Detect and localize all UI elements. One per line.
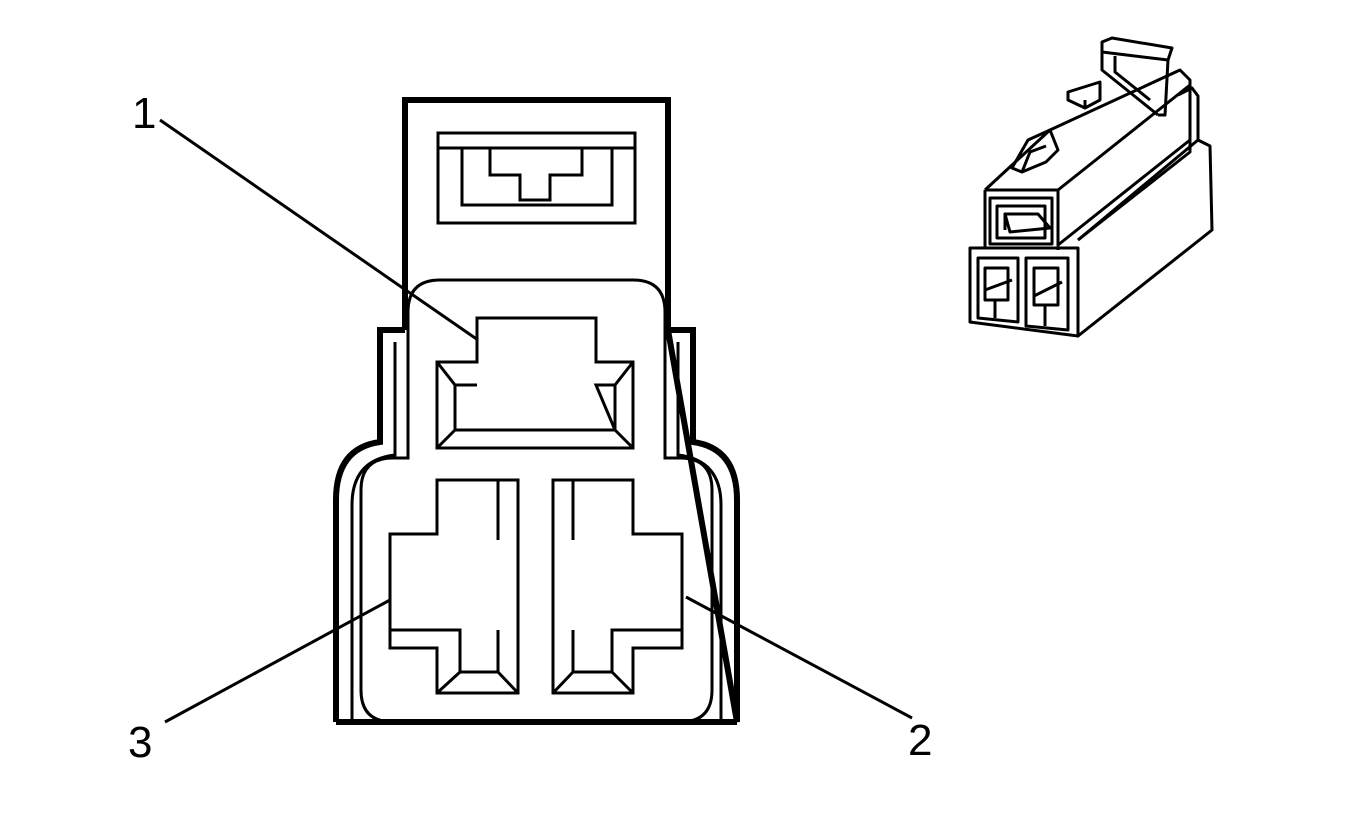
terminal-cavity-1 [435, 316, 635, 450]
callout-label-1: 1 [132, 89, 156, 138]
outer-body [333, 327, 740, 723]
leader-line-1 [159, 118, 479, 342]
connector-face-view [333, 97, 740, 725]
terminal-cavity-2 [551, 478, 684, 695]
inner-housing [359, 278, 714, 724]
leader-line-2 [685, 595, 913, 720]
callout-leaders [159, 118, 913, 724]
latch-housing [402, 97, 671, 330]
leader-line-3 [164, 598, 391, 724]
iso-side-body [1076, 86, 1214, 338]
iso-lower-face [968, 246, 1080, 338]
iso-latch [1066, 36, 1174, 117]
connector-isometric-view [968, 36, 1214, 338]
callout-label-2: 2 [908, 716, 932, 765]
callout-label-3: 3 [128, 718, 152, 767]
terminal-cavity-3 [388, 478, 520, 695]
iso-upper-block [983, 68, 1192, 250]
